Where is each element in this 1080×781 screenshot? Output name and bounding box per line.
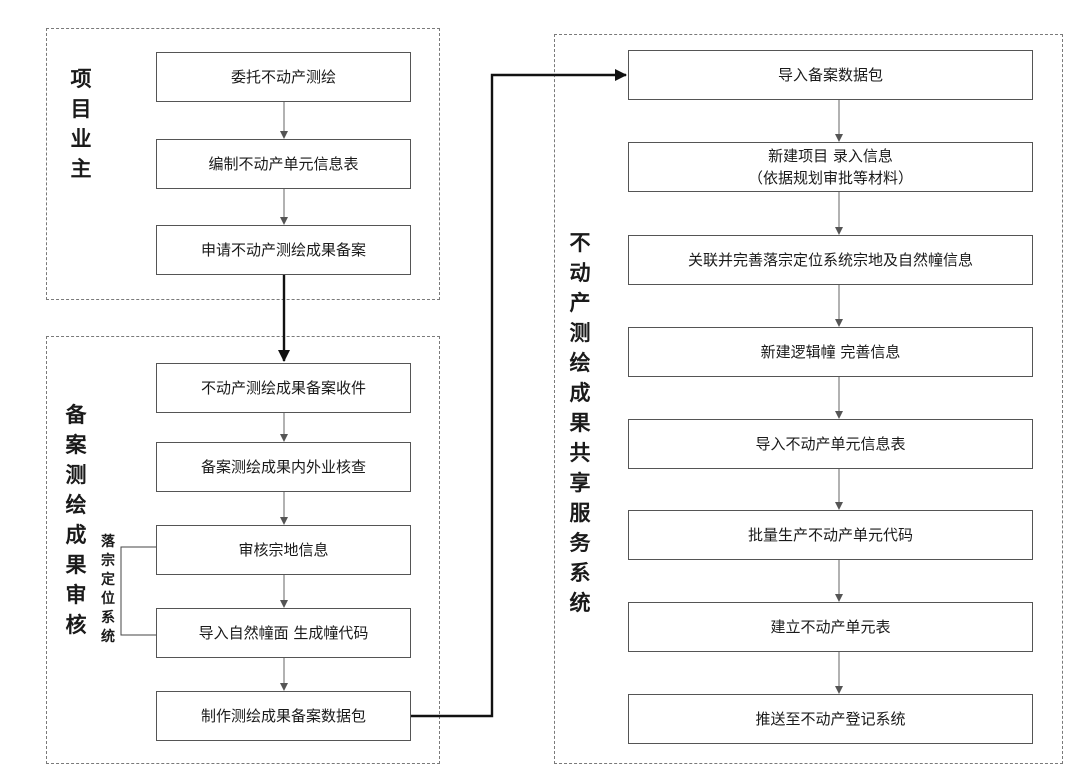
step-field-office-check: 备案测绘成果内外业核查 [156,442,411,492]
step-compile-unit-table: 编制不动产单元信息表 [156,139,411,189]
step-new-project: 新建项目 录入信息 （依据规划审批等材料） [628,142,1033,192]
step-build-unit-table: 建立不动产单元表 [628,602,1033,652]
step-import-unit-table: 导入不动产单元信息表 [628,419,1033,469]
group-filing-review [46,336,440,764]
step-review-parcel-info: 审核宗地信息 [156,525,411,575]
step-push-registration: 推送至不动产登记系统 [628,694,1033,744]
arrow-review-to-system [411,69,627,718]
group-label-filing-review: 备案测绘成果审核 [65,402,87,637]
step-new-logical-building: 新建逻辑幢 完善信息 [628,327,1033,377]
step-import-package: 导入备案数据包 [628,50,1033,100]
group-sharing-system [554,34,1063,764]
step-apply-filing: 申请不动产测绘成果备案 [156,225,411,275]
side-label-locating-system: 落宗定位系统 [101,534,115,645]
step-filing-receipt: 不动产测绘成果备案收件 [156,363,411,413]
step-import-building: 导入自然幢面 生成幢代码 [156,608,411,658]
group-label-project-owner: 项目业主 [70,66,92,181]
step-make-data-package: 制作测绘成果备案数据包 [156,691,411,741]
group-label-sharing-system: 不动产测绘成果共享服务系统 [569,230,591,615]
group-project-owner [46,28,440,300]
step-batch-unit-codes: 批量生产不动产单元代码 [628,510,1033,560]
step-entrust-survey: 委托不动产测绘 [156,52,411,102]
bracket-locating-system [120,546,156,636]
step-link-parcel-building: 关联并完善落宗定位系统宗地及自然幢信息 [628,235,1033,285]
